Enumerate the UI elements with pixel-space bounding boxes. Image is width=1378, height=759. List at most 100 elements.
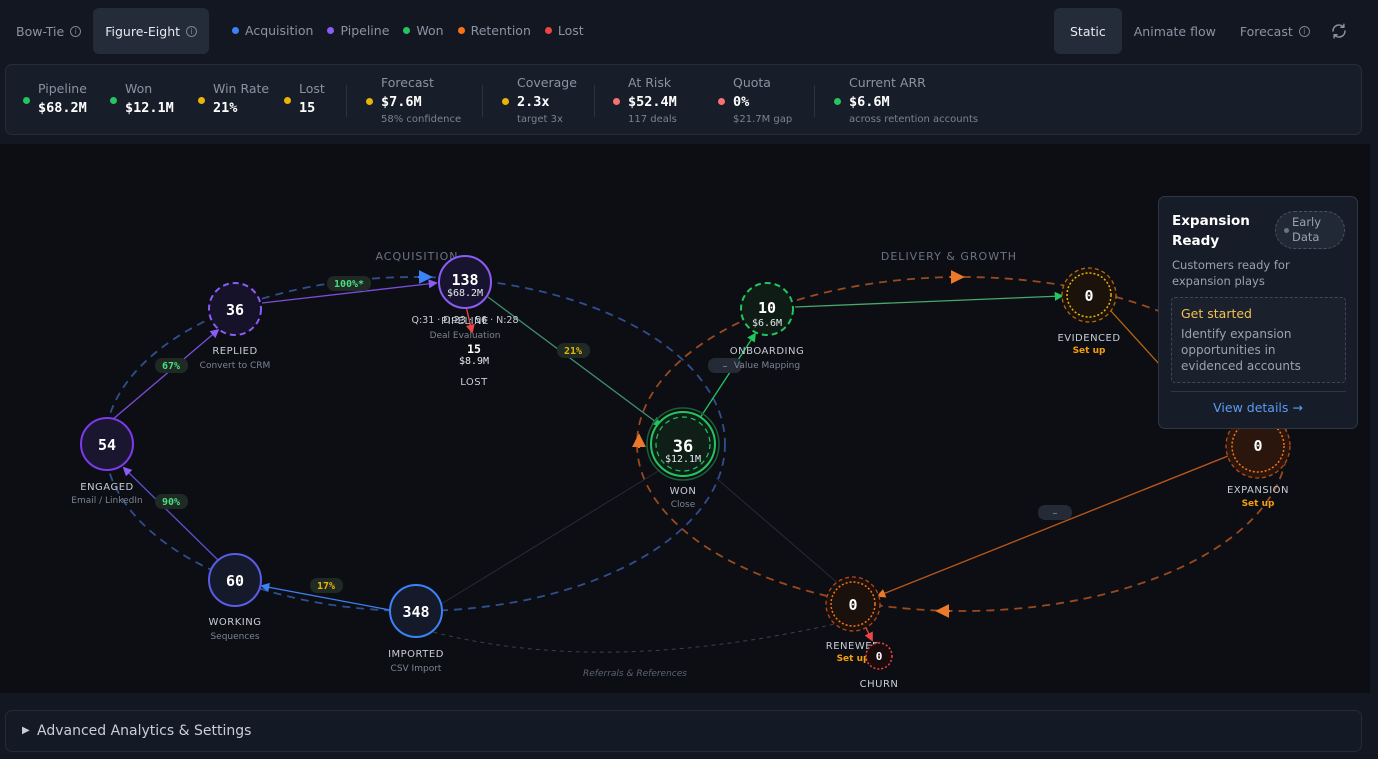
edge-pipeline-lost [465,305,475,334]
legend-dot-icon [327,27,335,34]
svg-text:0: 0 [1253,437,1262,455]
node-working[interactable]: 60 WORKING Sequences [208,553,262,642]
legend-pipeline: Pipeline [327,23,389,38]
svg-text:36: 36 [673,437,693,457]
svg-text:Set up: Set up [1073,346,1106,356]
node-renewed[interactable]: 0 RENEWED Set up [825,576,881,664]
node-pipeline[interactable]: 138 $68.2M Q:31 · D:23 · 56 · N:28 PIPEL… [411,255,519,341]
divider [814,85,815,117]
advanced-analytics-toggle[interactable]: ▶ Advanced Analytics & Settings [5,710,1362,752]
svg-text:0: 0 [848,596,857,614]
svg-text:$6.6M: $6.6M [752,318,782,329]
badge-dot-icon [1284,228,1289,233]
edge-onboarding-evidenced [794,291,1064,308]
view-details-link[interactable]: View details → [1213,400,1303,415]
divider [482,85,483,117]
stage-legend: Acquisition Pipeline Won Retention Lost [232,23,584,38]
svg-text:Value Mapping: Value Mapping [734,361,800,371]
metric-sub: 117 deals [628,114,677,125]
metric-value: $6.6M [849,94,890,110]
top-toolbar: Bow-Tie i Figure-Eight i Acquisition Pip… [0,0,1378,62]
pipeline-stage-breakdown: Q:31 · D:23 · 56 · N:28 [411,315,518,326]
faint-connector [437,469,661,607]
svg-text:REPLIED: REPLIED [212,346,257,357]
legend-label: Pipeline [340,23,390,38]
status-dot-icon [834,98,841,105]
svg-text:Deal Evaluation: Deal Evaluation [430,331,501,341]
metric-value: $7.6M [381,94,422,110]
metric-value: 15 [299,100,316,116]
svg-text:17%: 17% [317,581,335,592]
node-onboarding[interactable]: 10 $6.6M ONBOARDING Value Mapping [730,282,804,371]
svg-text:CSV Import: CSV Import [391,664,442,674]
edge-renewed-churn [864,627,873,642]
metric-label: Lost [299,81,325,96]
forecast-label: Forecast [1239,23,1293,39]
node-churn[interactable]: 0 CHURN [860,642,899,690]
status-dot-icon [198,97,205,104]
info-icon[interactable]: i [1298,25,1310,37]
svg-text:ENGAGED: ENGAGED [80,482,133,493]
animate-flow-tab[interactable]: Animate flow [1122,8,1228,54]
advanced-label: Advanced Analytics & Settings [37,723,252,739]
node-replied[interactable]: 36 REPLIED Convert to CRM [200,282,271,371]
legend-won: Won [403,23,444,38]
legend-dot-icon [544,27,552,34]
svg-text:$12.1M: $12.1M [665,454,701,465]
legend-label: Won [416,23,444,38]
node-evidenced[interactable]: 0 EVIDENCED Set up [1057,267,1120,356]
section-delivery: DELIVERY & GROWTH [881,250,1017,263]
svg-text:–: – [1053,508,1058,519]
view-mode-switcher: Bow-Tie i Figure-Eight i [4,8,210,54]
svg-text:CHURN: CHURN [860,679,899,690]
metric-value: 21% [213,100,238,116]
referrals-path [417,619,853,653]
metric-value: $52.4M [628,94,677,110]
rate-pill: 21% [557,343,590,358]
divider [346,85,347,117]
bow-tie-label: Bow-Tie [16,23,65,39]
svg-text:Email / LinkedIn: Email / LinkedIn [71,496,142,506]
bow-tie-tab[interactable]: Bow-Tie i [4,8,93,54]
svg-text:0: 0 [876,650,883,663]
metrics-bar: Pipeline $68.2M Won $12.1M Win Rate 21% … [5,64,1362,135]
svg-text:$8.9M: $8.9M [459,356,489,367]
animate-flow-label: Animate flow [1133,23,1216,39]
metric-value: 0% [733,94,750,110]
popup-description: Customers ready for expansion plays [1172,258,1290,288]
svg-text:IMPORTED: IMPORTED [388,649,444,660]
rate-pill: 100%* [327,276,371,291]
legend-label: Lost [557,23,584,38]
node-engaged[interactable]: 54 ENGAGED Email / LinkedIn [71,417,143,506]
static-tab[interactable]: Static [1054,8,1122,54]
status-dot-icon [718,98,725,105]
metric-label: Pipeline [38,81,87,96]
rate-pill: 90% [155,494,188,509]
svg-text:EXPANSION: EXPANSION [1227,485,1289,496]
divider [1171,391,1346,392]
info-icon[interactable]: i [70,25,82,37]
legend-lost: Lost [544,23,584,38]
metric-label: Coverage [517,75,577,90]
get-started-box: Get started Identify expansion opportuni… [1171,297,1346,383]
legend-label: Retention [470,23,531,38]
svg-text:54: 54 [98,436,116,454]
info-icon[interactable]: i [186,25,198,37]
node-imported[interactable]: 348 IMPORTED CSV Import [388,584,444,674]
edge-expansion-renewed [876,455,1229,598]
svg-text:0: 0 [1084,287,1093,305]
refresh-icon[interactable] [1330,22,1348,40]
svg-text:Convert to CRM: Convert to CRM [200,361,271,371]
node-won[interactable]: 36 $12.1M WON Close [646,407,720,510]
rate-pill: – [708,358,742,373]
metric-label: Current ARR [849,75,926,90]
figure-eight-label: Figure-Eight [105,23,181,39]
figure-eight-tab[interactable]: Figure-Eight i [93,8,210,54]
node-lost[interactable]: 15 $8.9M LOST [456,340,492,388]
forecast-tab[interactable]: Forecast i [1228,8,1322,54]
status-dot-icon [110,97,117,104]
metric-label: Quota [733,75,771,90]
metric-value: 2.3x [517,94,550,110]
referrals-label: Referrals & References [583,669,687,679]
rate-pill: – [1038,505,1072,520]
